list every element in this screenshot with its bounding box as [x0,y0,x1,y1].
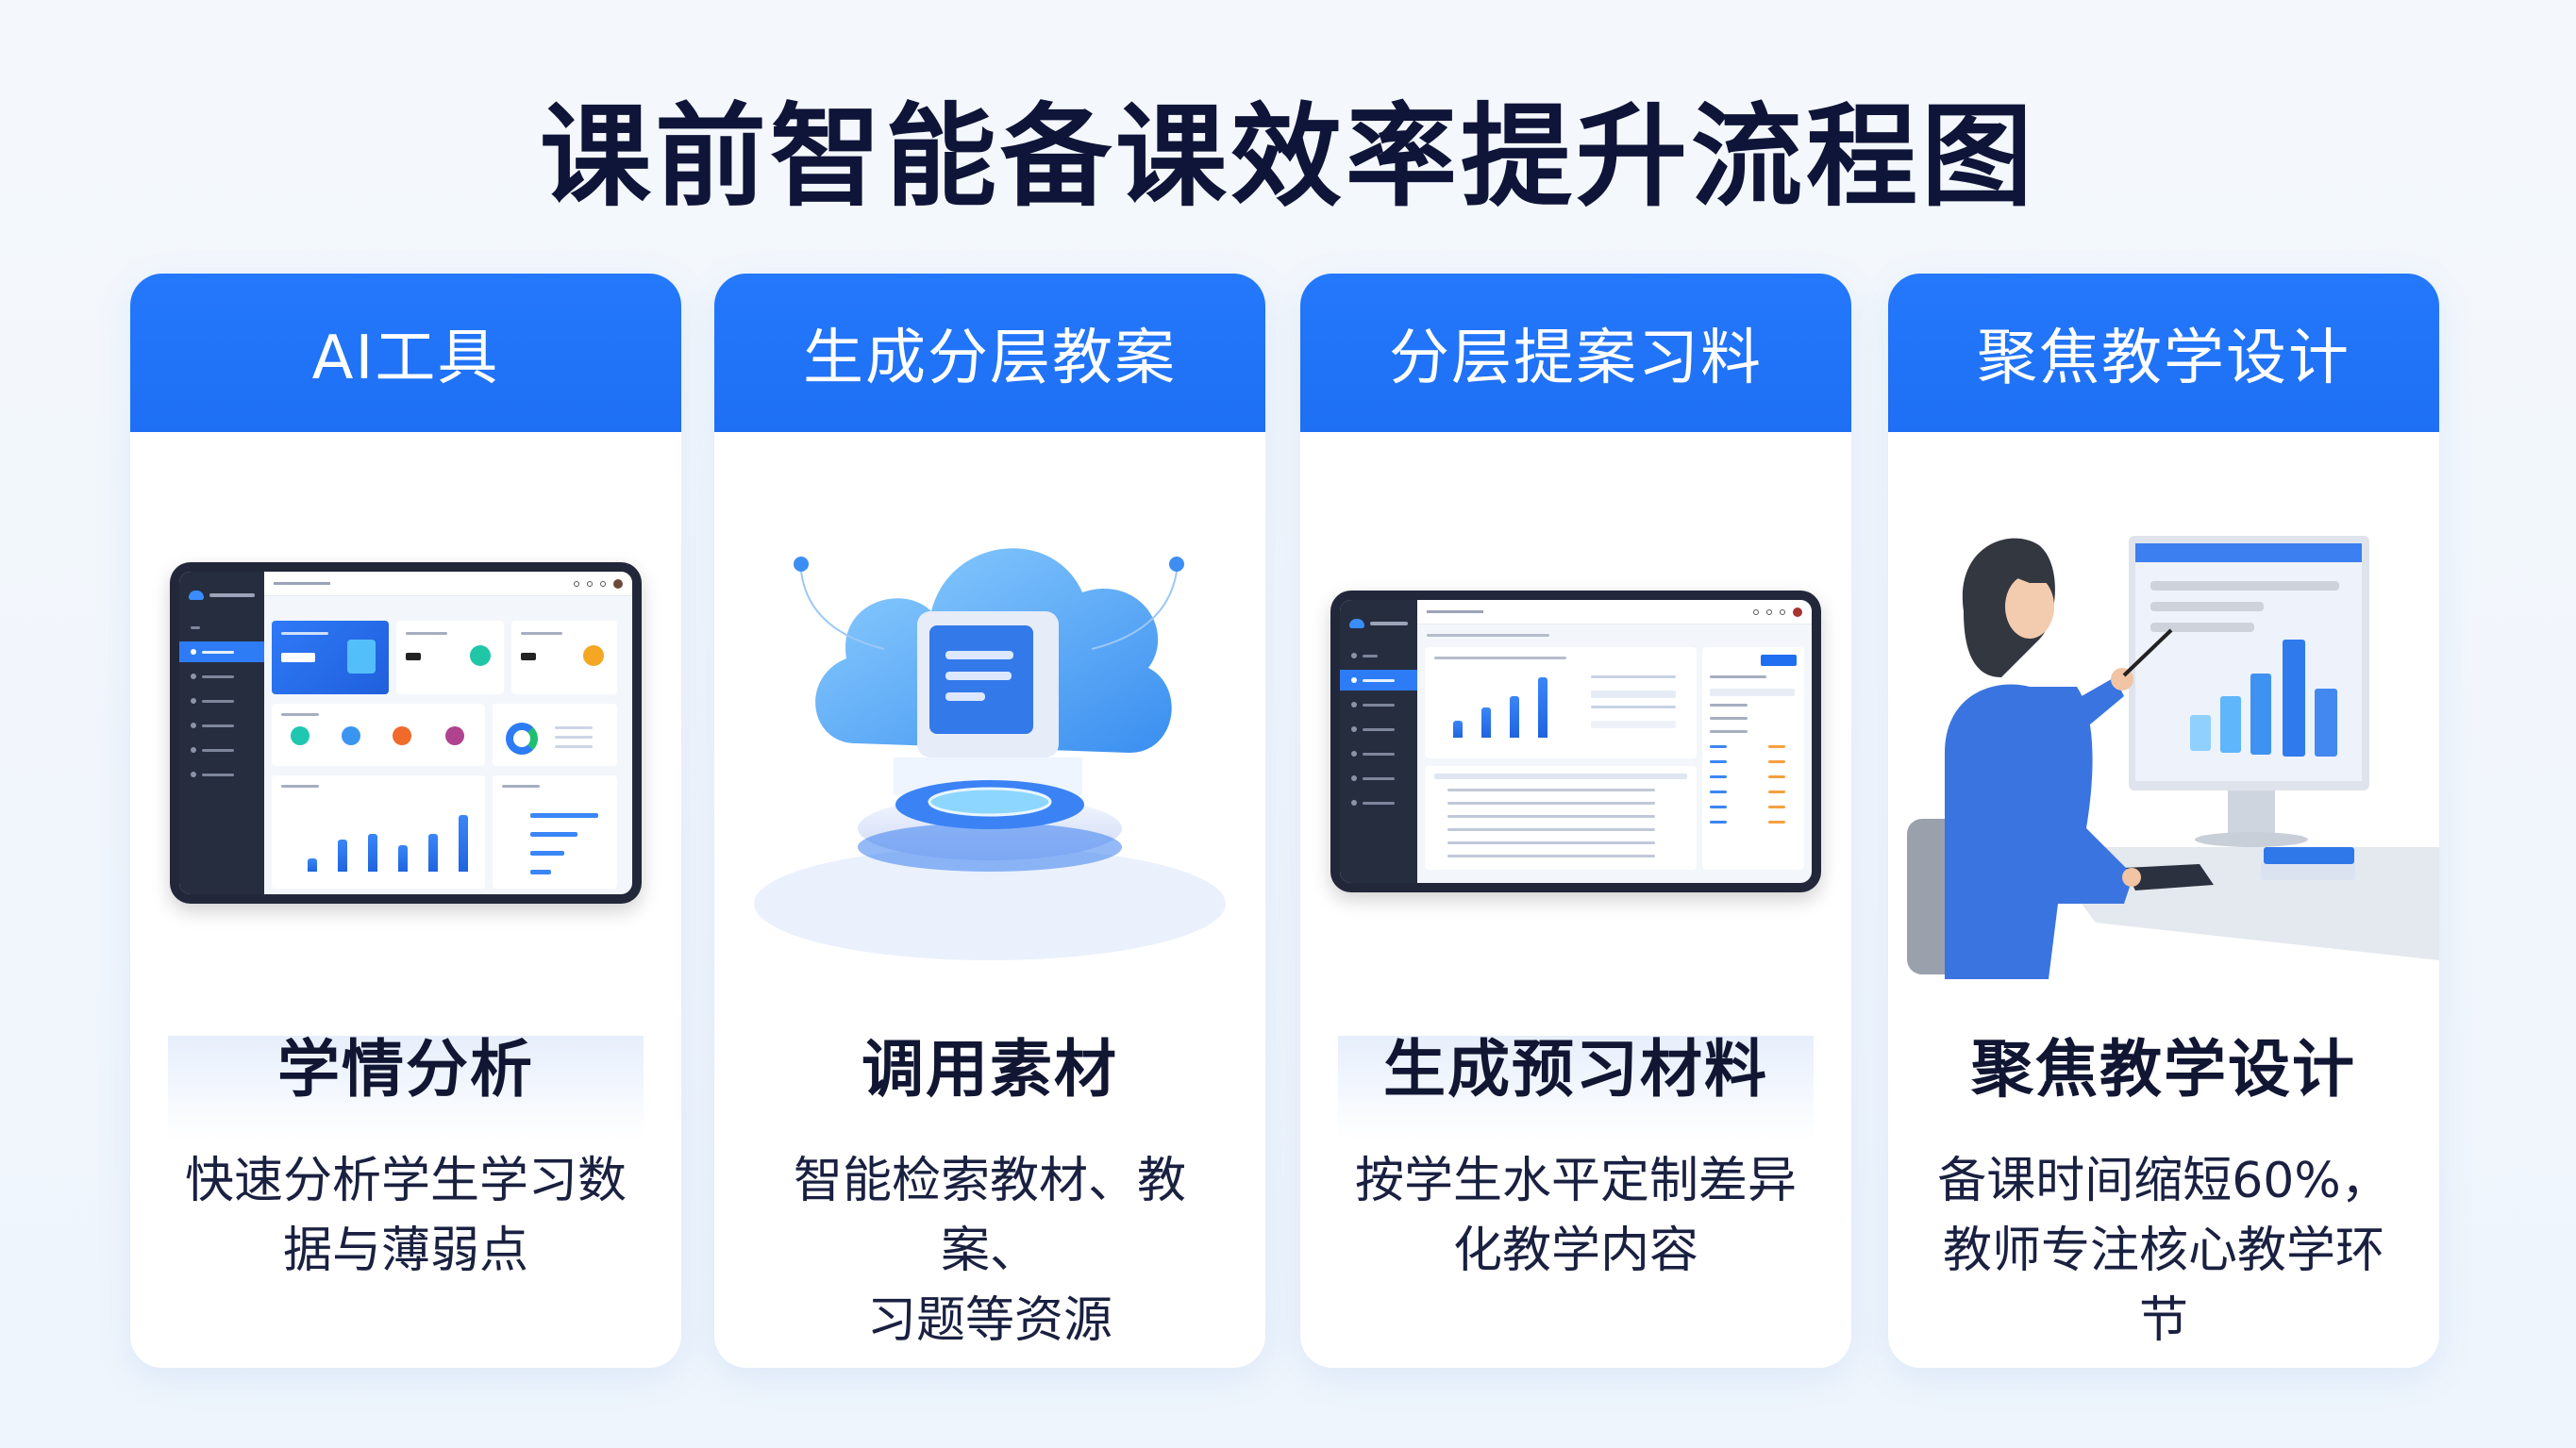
step-description: 按学生水平定制差异 化教学内容 [1338,1146,1814,1286]
step-card-1: AI工具 [130,274,681,1368]
step-title: 聚焦教学设计 [1971,1033,2356,1106]
description-line: 化教学内容 [1452,1223,1698,1279]
card-header: AI工具 [130,274,681,432]
step-card-2: 生成分层教案 [714,274,1265,1368]
step-card-3: 分层提案习料 [1300,274,1851,1368]
description-line: 据与薄弱点 [282,1223,528,1279]
dashboard-analytics-illustration [130,432,681,1140]
description-line: 快速分析学生学习数 [184,1153,627,1209]
tablet-icon [170,562,642,904]
cloud-document-illustration [714,432,1265,1017]
card-header-label: AI工具 [311,324,500,393]
card-header-label: 分层提案习料 [1389,324,1763,393]
description-line: 教师专注核心教学环节 [1942,1223,2384,1349]
step-description: 智能检索教材、教案、 习题等资源 [752,1146,1228,1356]
step-title: 学情分析 [277,1033,534,1106]
card-header: 分层提案习料 [1300,274,1851,432]
page-title: 课前智能备课效率提升流程图 [539,92,2036,222]
step-description: 快速分析学生学习数 据与薄弱点 [168,1146,644,1286]
cloud-document-icon [754,548,1226,960]
description-line: 按学生水平定制差异 [1354,1153,1797,1209]
description-line: 备课时间缩短60%， [1937,1153,2390,1209]
card-header-label: 聚焦教学设计 [1977,324,2350,393]
step-card-4: 聚焦教学设计 [1888,274,2439,1368]
card-header-label: 生成分层教案 [803,324,1177,393]
description-line: 智能检索教材、教案、 [793,1153,1186,1279]
step-description: 备课时间缩短60%， 教师专注核心教学环节 [1926,1146,2401,1356]
teacher-illustration [1888,432,2439,1017]
description-line: 习题等资源 [866,1292,1112,1349]
step-title: 调用素材 [861,1033,1118,1106]
dashboard-table-illustration [1300,432,1851,1140]
teacher-at-computer-icon [1907,536,2439,979]
card-header: 生成分层教案 [714,274,1265,432]
tablet-icon [1330,591,1821,892]
step-title: 生成预习材料 [1383,1033,1768,1106]
card-header: 聚焦教学设计 [1888,274,2439,432]
